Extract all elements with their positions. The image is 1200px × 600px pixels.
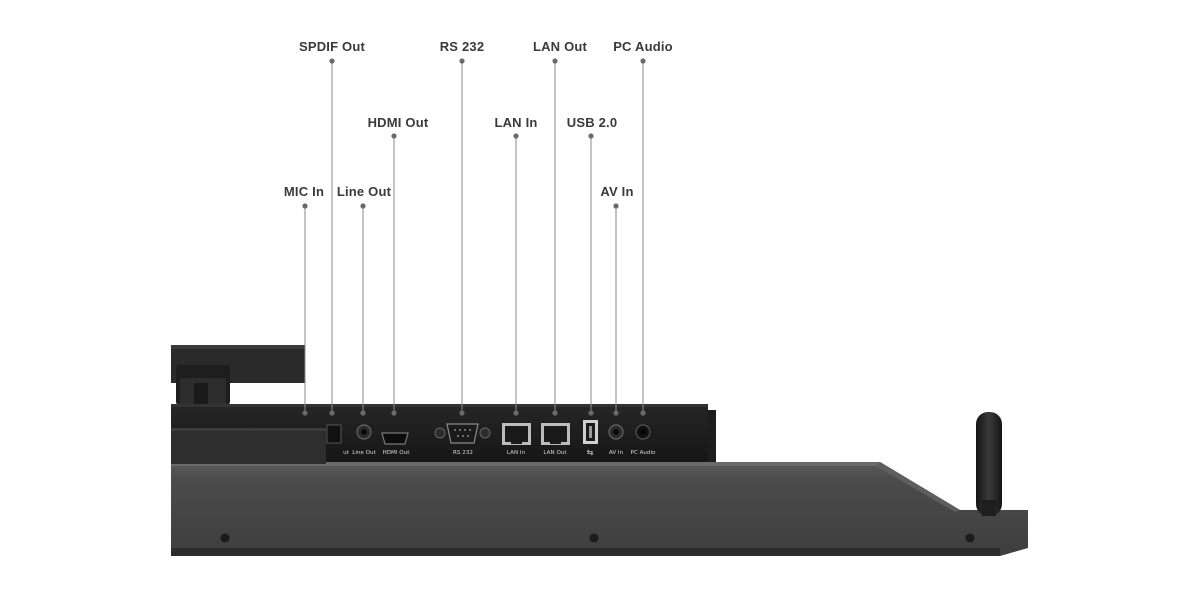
callout-mic-in: MIC In <box>283 184 325 199</box>
mount-bracket <box>171 345 305 405</box>
antenna <box>976 412 1002 516</box>
usb-symbol-icon: ⇆ <box>586 448 594 457</box>
callout-hdmi-out: HDMI Out <box>367 115 429 130</box>
lan-in-port <box>502 423 531 445</box>
rs232-port <box>434 423 491 444</box>
port-label-line-out: Line Out <box>352 450 376 456</box>
ports <box>326 420 651 445</box>
callout-usb: USB 2.0 <box>566 115 618 130</box>
callout-rs232: RS 232 <box>439 39 485 54</box>
callout-pc-audio: PC Audio <box>613 39 673 54</box>
spdif-port <box>326 424 342 444</box>
callout-lan-out: LAN Out <box>532 39 588 54</box>
port-label-hdmi-out: HDMI Out <box>382 450 410 456</box>
port-label-lan-in: LAN In <box>506 450 526 456</box>
lan-out-port <box>541 423 570 445</box>
callout-line-out: Line Out <box>336 184 392 199</box>
leader-lines <box>304 61 644 413</box>
callout-lan-in: LAN In <box>494 115 538 130</box>
callout-spdif-out: SPDIF Out <box>298 39 366 54</box>
display-chassis <box>171 462 1028 556</box>
port-label-spdif: ut <box>343 450 349 456</box>
leader-dots <box>302 58 646 416</box>
port-label-rs232: RS 232 <box>453 450 473 456</box>
callout-av-in: AV In <box>600 184 634 199</box>
port-label-av-in: AV In <box>608 450 624 456</box>
usb-port <box>583 420 598 444</box>
hdmi-port <box>381 432 409 445</box>
port-label-pc-audio: PC Audio <box>630 450 656 456</box>
port-label-lan-out: LAN Out <box>543 450 567 456</box>
